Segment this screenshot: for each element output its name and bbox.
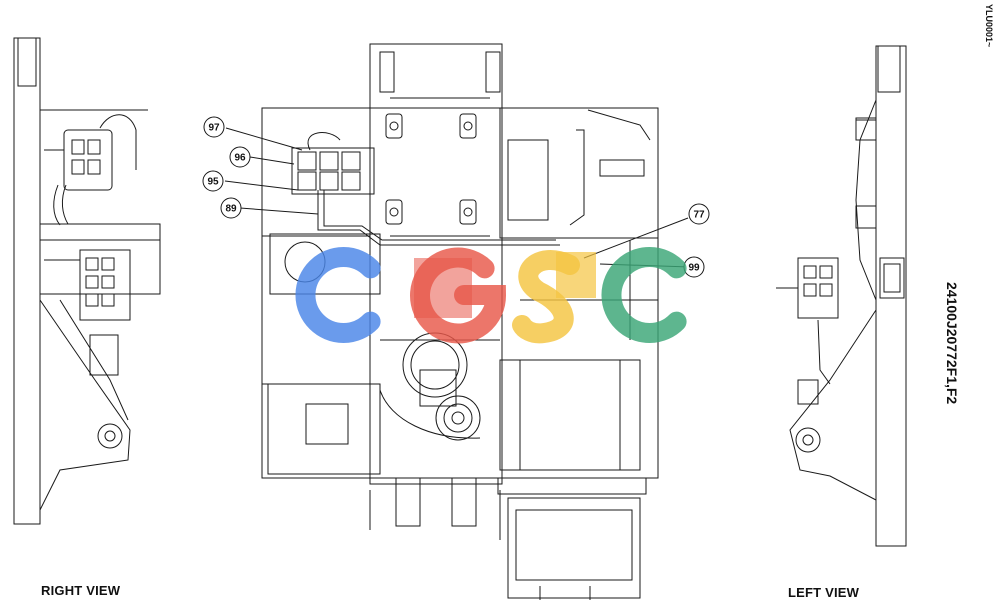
- left-view-label: LEFT VIEW: [788, 585, 860, 600]
- watermark-letter-c-3: [601, 247, 687, 343]
- callout-95-label: 95: [207, 177, 219, 188]
- right-view-drawing: [13, 37, 161, 525]
- callout-89-circle: [220, 197, 242, 219]
- callout-77-circle: [688, 203, 710, 225]
- watermark-logo: [295, 247, 687, 344]
- callout-96-label: 96: [234, 153, 246, 164]
- right-view-label: RIGHT VIEW: [41, 583, 121, 598]
- leader-lines: [224, 127, 691, 268]
- top-view-drawing: [261, 43, 659, 600]
- callout-97-circle: [203, 116, 225, 138]
- left-view-drawing: [776, 45, 907, 547]
- callout-89-label: 89: [225, 204, 237, 215]
- callout-96-circle: [229, 146, 251, 168]
- watermark-letter-c-0: [295, 247, 381, 343]
- callout-99-label: 99: [688, 263, 700, 274]
- callout-77-label: 77: [693, 210, 705, 221]
- watermark-letter-g-1: [410, 247, 507, 344]
- corner-code: YLU0001~: [984, 4, 994, 48]
- callout-95-circle: [202, 170, 224, 192]
- drawing-number: 24100J20772F1,F2: [944, 282, 960, 405]
- watermark-letter-s-2: [512, 250, 580, 344]
- callout-group: 97 96 95 89 77 99: [202, 116, 710, 318]
- callout-97-label: 97: [208, 123, 220, 134]
